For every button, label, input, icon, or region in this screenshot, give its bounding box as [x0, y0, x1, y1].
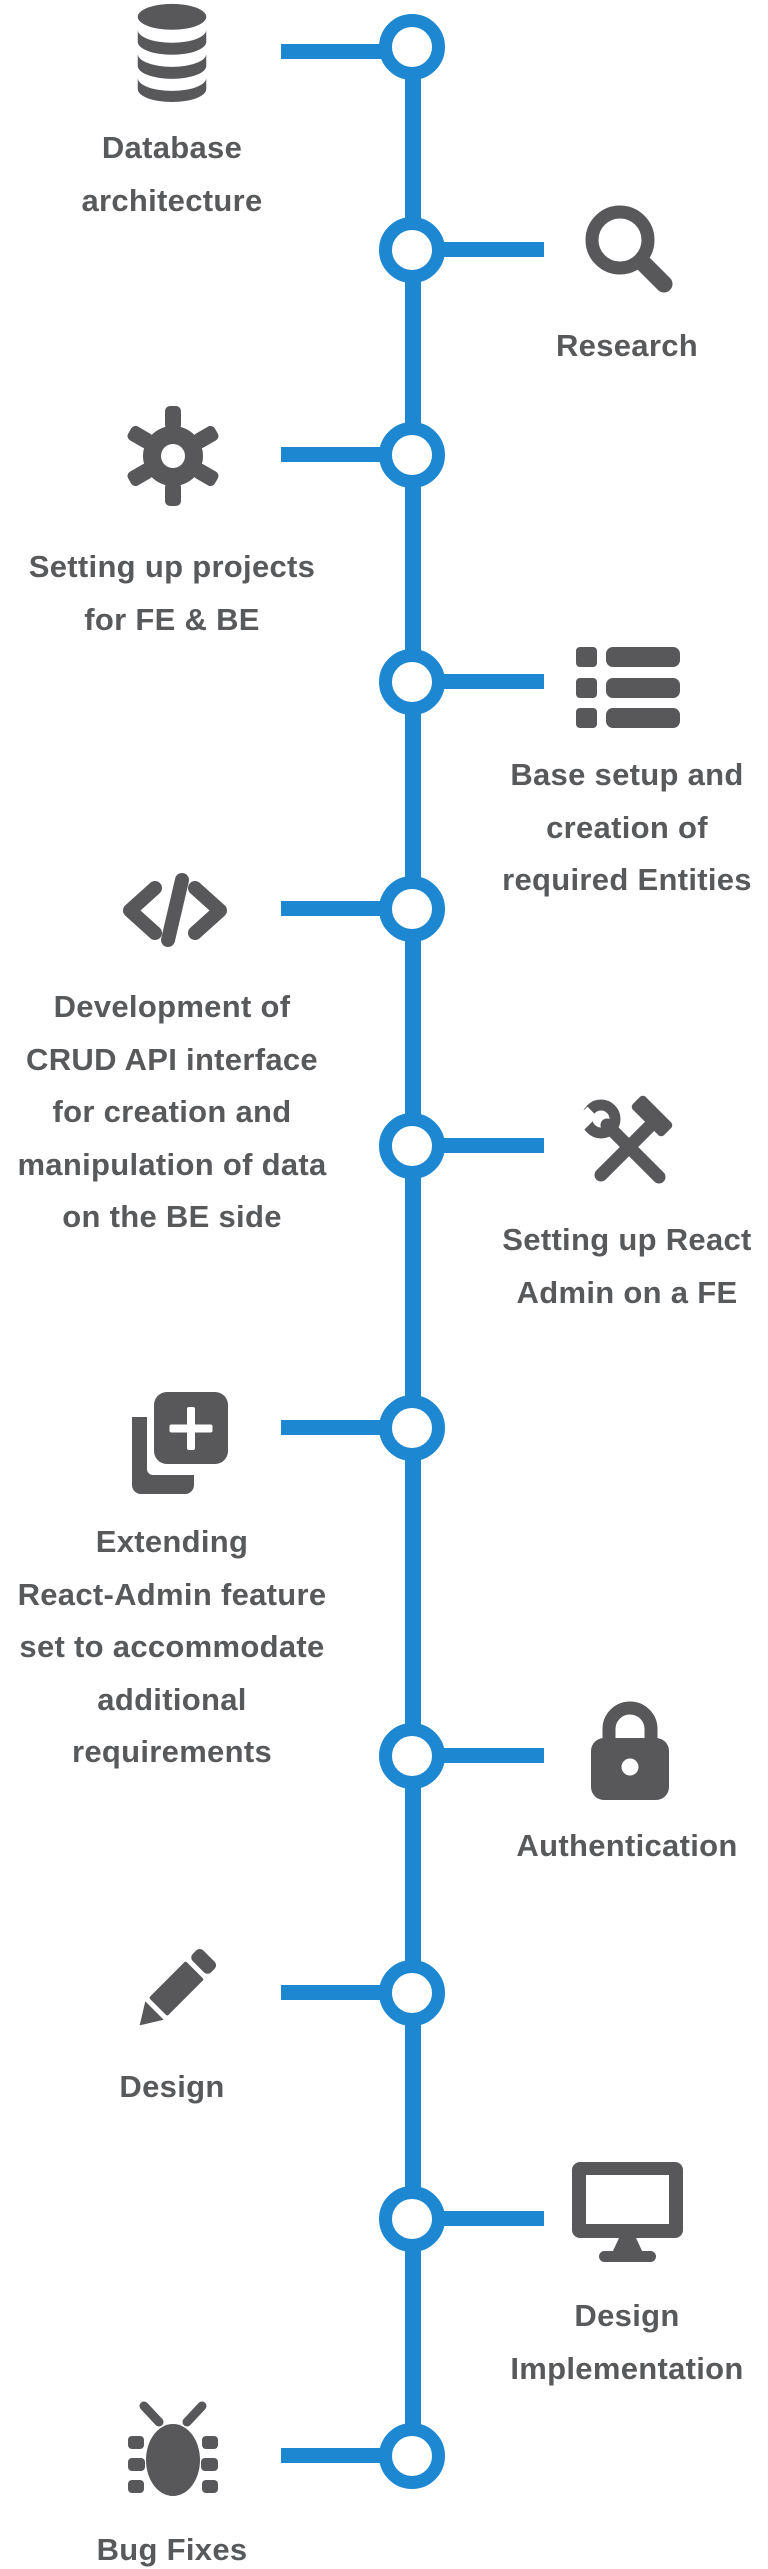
connector-line: [281, 447, 382, 462]
step-label: Design: [0, 2061, 352, 2114]
connector-line: [281, 44, 382, 59]
step-label-line: Authentication: [516, 1828, 738, 1863]
monitor-icon: [570, 2160, 685, 2262]
step-label-line: React-Admin feature: [17, 1576, 327, 1612]
timeline-node: [379, 1960, 445, 2026]
database-icon: [122, 2, 222, 102]
step-label-line: Design: [119, 2069, 225, 2104]
step-label: Database architecture: [0, 122, 352, 227]
step-label: Extending React-Admin feature set to acc…: [0, 1516, 352, 1779]
step-label-line: on the BE side: [62, 1199, 282, 1234]
step-label: Research: [447, 320, 768, 373]
step-label-line: CRUD API interface: [26, 1041, 318, 1077]
step-label-line: requirements: [72, 1734, 272, 1769]
step-label-line: manipulation of data: [17, 1146, 327, 1182]
connector-line: [443, 1748, 544, 1763]
connector-line: [281, 2448, 382, 2463]
step-label: Development of CRUD API interface for cr…: [0, 981, 352, 1244]
step-label-line: for creation and: [52, 1094, 292, 1129]
connector-line: [281, 1420, 382, 1435]
step-label: Setting up React Admin on a FE: [447, 1214, 768, 1319]
timeline-node: [379, 876, 445, 942]
step-label: Base setup and creation of required Enti…: [447, 749, 768, 907]
step-label: Setting up projects for FE & BE: [0, 541, 352, 646]
lock-icon: [588, 1694, 672, 1800]
code-icon: [115, 859, 235, 959]
connector-line: [281, 1985, 382, 2000]
copy-plus-icon: [125, 1391, 230, 1494]
step-label-line: Setting up projects: [28, 549, 316, 584]
step-label-line: creation of: [546, 809, 708, 845]
step-label-line: Setting up React: [502, 1222, 752, 1257]
step-label-line: Extending: [95, 1524, 249, 1559]
step-label-line: Development of: [53, 989, 291, 1024]
step-label-line: additional: [97, 1681, 247, 1717]
list-icon: [576, 632, 680, 732]
pencil-icon: [123, 1938, 227, 2042]
step-label-line: Design: [574, 2298, 680, 2333]
timeline-spine: [405, 47, 421, 2456]
timeline-node: [379, 649, 445, 715]
timeline-node: [379, 422, 445, 488]
connector-line: [281, 901, 382, 916]
gear-icon: [123, 406, 223, 506]
step-label-line: architecture: [81, 182, 263, 218]
connector-line: [443, 2211, 544, 2226]
search-icon: [577, 197, 677, 297]
step-label: Design Implementation: [447, 2290, 768, 2395]
timeline-node: [379, 1723, 445, 1789]
connector-line: [443, 242, 544, 257]
connector-line: [443, 674, 544, 689]
tools-icon: [574, 1095, 680, 1195]
step-label-line: Research: [556, 328, 698, 363]
timeline-node: [379, 2423, 445, 2489]
step-label-line: Implementation: [510, 2350, 744, 2386]
timeline-node: [379, 217, 445, 283]
step-label: Authentication: [447, 1820, 768, 1873]
timeline-node: [379, 1113, 445, 1179]
step-label-line: Base setup and: [510, 757, 744, 792]
step-label-line: set to accommodate: [19, 1629, 325, 1664]
timeline-node: [379, 2186, 445, 2252]
step-label-line: required Entities: [502, 862, 752, 897]
timeline-node: [379, 14, 445, 80]
connector-line: [443, 1138, 544, 1153]
bug-icon: [128, 2398, 218, 2500]
step-label: Bug Fixes: [0, 2524, 352, 2569]
step-label-line: Admin on a FE: [516, 1274, 738, 1310]
timeline-node: [379, 1395, 445, 1461]
step-label-line: Database: [101, 130, 243, 165]
step-label-line: Bug Fixes: [96, 2532, 248, 2567]
step-label-line: for FE & BE: [84, 601, 260, 637]
